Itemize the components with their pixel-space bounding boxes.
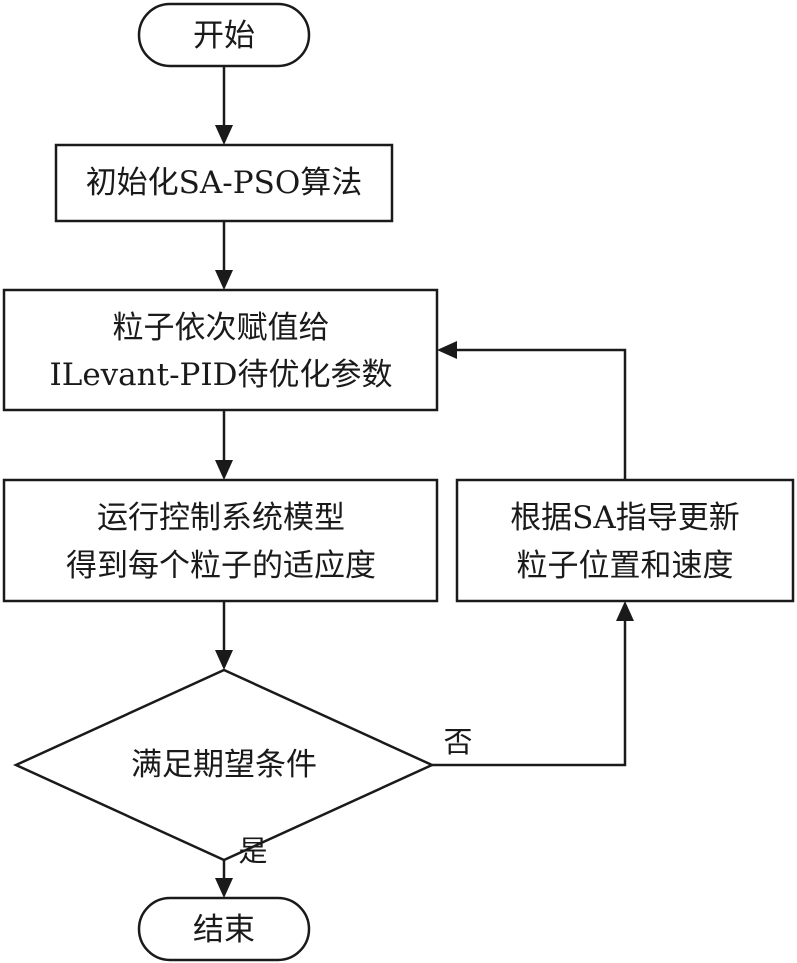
arrowhead-assign-to-run — [215, 460, 233, 480]
arrowhead-start-to-init — [215, 125, 233, 145]
edge-label-no: 否 — [443, 725, 472, 759]
run-label-line2: 得到每个粒子的适应度 — [66, 548, 376, 584]
edge-label-yes: 是 — [238, 834, 267, 868]
end-label: 结束 — [193, 912, 255, 948]
arrowhead-decision-to-end — [215, 878, 233, 898]
start-label: 开始 — [193, 18, 255, 54]
arrowhead-run-to-decision — [215, 650, 233, 670]
assign-label-line1: 粒子依次赋值给 — [113, 310, 330, 346]
update-label-line2: 粒子位置和速度 — [517, 548, 734, 584]
run-node — [2, 478, 439, 603]
update-label-line1: 根据SA指导更新 — [510, 500, 740, 536]
arrowhead-update-to-assign — [437, 341, 457, 359]
edge-decision-to-update — [432, 620, 627, 767]
edge-update-to-assign — [457, 348, 627, 480]
init-label: 初始化SA-PSO算法 — [86, 165, 363, 201]
assign-node — [2, 288, 439, 412]
decision-label: 满足期望条件 — [131, 747, 317, 783]
assign-label-line2: ILevant-PID待优化参数 — [49, 357, 392, 393]
init-node — [54, 143, 394, 223]
run-label-line1: 运行控制系统模型 — [97, 500, 345, 536]
arrowhead-init-to-assign — [215, 270, 233, 290]
arrowhead-decision-to-update — [616, 601, 634, 621]
